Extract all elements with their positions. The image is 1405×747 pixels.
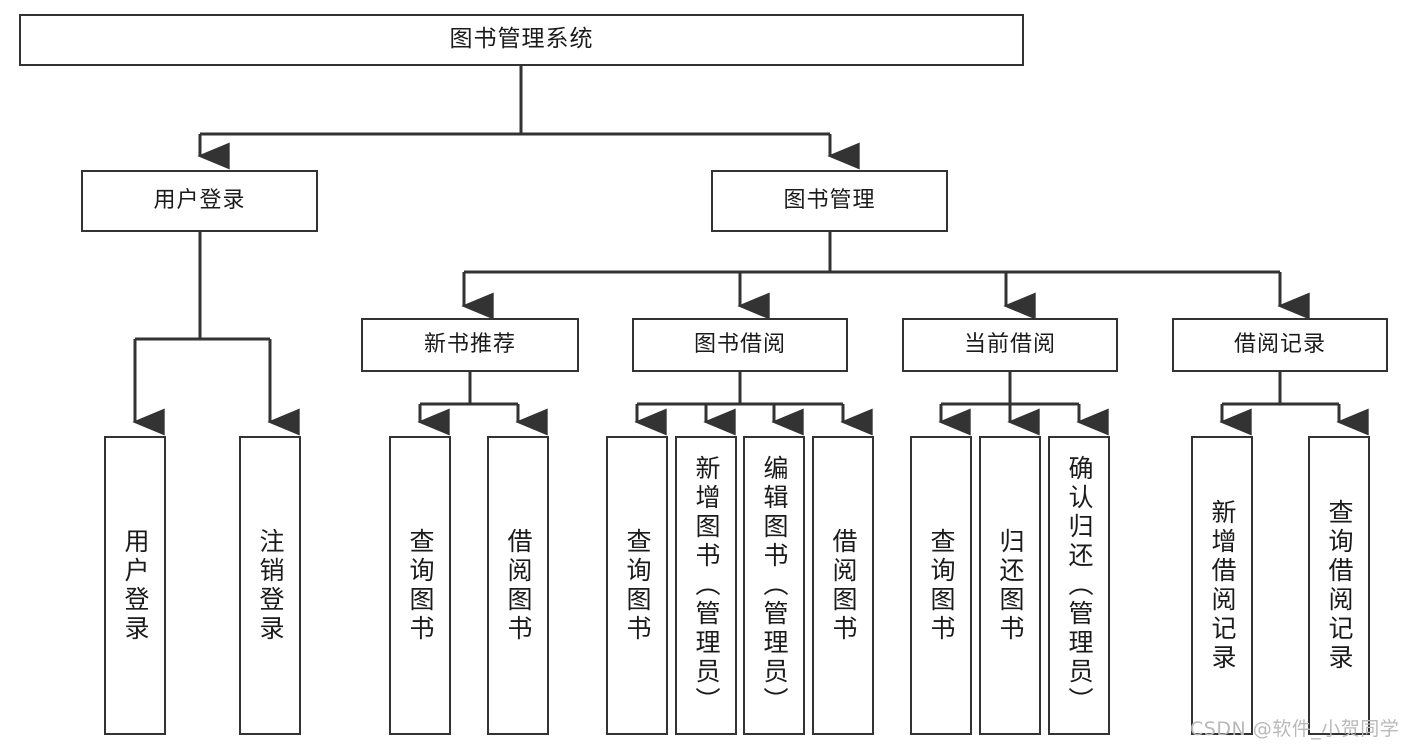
leaf-borrow-book-2[interactable]: 借阅图书	[812, 436, 874, 735]
leaf-edit-book-admin-label: 编辑图书（管理员）	[760, 455, 789, 716]
leaf-query-borrow-record[interactable]: 查询借阅记录	[1308, 436, 1370, 735]
leaf-user-logout[interactable]: 注销登录	[239, 436, 301, 735]
leaf-user-login[interactable]: 用户登录	[104, 436, 166, 735]
leaf-edit-book-admin[interactable]: 编辑图书（管理员）	[743, 436, 805, 735]
leaf-add-book-admin-label: 新增图书（管理员）	[692, 455, 721, 716]
node-current-borrow-label: 当前借阅	[963, 331, 1056, 357]
node-root-label: 图书管理系统	[449, 26, 594, 53]
leaf-query-book-1[interactable]: 查询图书	[389, 436, 451, 735]
node-borrow-record-label: 借阅记录	[1233, 331, 1326, 357]
node-root[interactable]: 图书管理系统	[19, 14, 1024, 66]
leaf-query-book-3[interactable]: 查询图书	[910, 436, 972, 735]
leaf-add-borrow-record-label: 新增借阅记录	[1208, 498, 1237, 673]
leaf-user-logout-label: 注销登录	[256, 527, 285, 644]
node-book-borrow-label: 图书借阅	[693, 331, 786, 357]
leaf-return-book[interactable]: 归还图书	[979, 436, 1041, 735]
node-book-manage[interactable]: 图书管理	[711, 170, 948, 232]
node-new-book-recommend-label: 新书推荐	[423, 331, 516, 357]
node-user-login-label: 用户登录	[153, 187, 246, 213]
leaf-add-borrow-record[interactable]: 新增借阅记录	[1191, 436, 1253, 735]
leaf-return-book-label: 归还图书	[996, 527, 1025, 644]
leaf-borrow-book-1-label: 借阅图书	[504, 527, 533, 644]
node-current-borrow[interactable]: 当前借阅	[902, 318, 1118, 372]
csdn-watermark: CSDN @软件_小贺同学	[1190, 718, 1400, 740]
leaf-query-book-2[interactable]: 查询图书	[606, 436, 668, 735]
leaf-borrow-book-2-label: 借阅图书	[829, 527, 858, 644]
node-borrow-record[interactable]: 借阅记录	[1172, 318, 1388, 372]
leaf-borrow-book-1[interactable]: 借阅图书	[487, 436, 549, 735]
leaf-query-borrow-record-label: 查询借阅记录	[1325, 498, 1354, 673]
leaf-confirm-return-admin[interactable]: 确认归还（管理员）	[1048, 436, 1110, 735]
leaf-confirm-return-admin-label: 确认归还（管理员）	[1065, 455, 1094, 716]
node-new-book-recommend[interactable]: 新书推荐	[361, 318, 579, 372]
node-book-borrow[interactable]: 图书借阅	[632, 318, 848, 372]
leaf-query-book-1-label: 查询图书	[406, 527, 435, 644]
leaf-user-login-label: 用户登录	[121, 527, 150, 644]
node-book-manage-label: 图书管理	[783, 187, 876, 213]
leaf-query-book-2-label: 查询图书	[623, 527, 652, 644]
leaf-add-book-admin[interactable]: 新增图书（管理员）	[675, 436, 737, 735]
node-user-login[interactable]: 用户登录	[81, 170, 318, 232]
leaf-query-book-3-label: 查询图书	[927, 527, 956, 644]
